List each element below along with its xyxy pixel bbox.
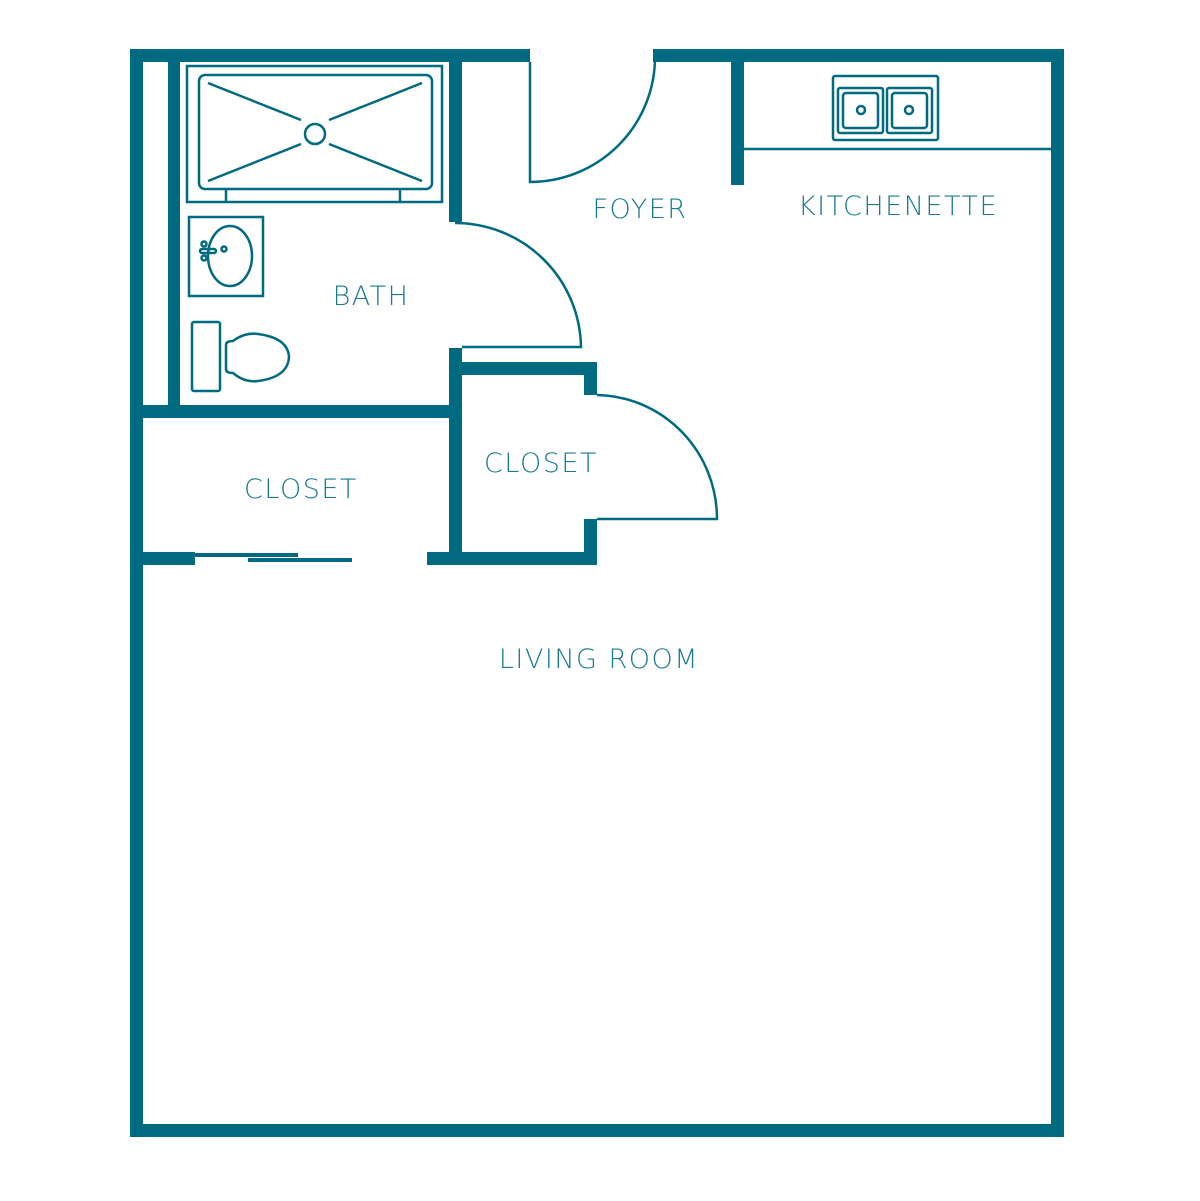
bath-door[interactable] (454, 221, 583, 349)
closet-top-wall (449, 362, 597, 375)
toilet-icon (190, 320, 291, 393)
top-exterior-wall-left (130, 49, 530, 62)
foyer-label: FOYER (592, 194, 687, 225)
right-exterior-wall (1051, 49, 1064, 1137)
bath-right-wall-upper (449, 62, 462, 222)
bottom-exterior-wall (130, 1124, 1064, 1137)
kitchen-partition-wall (731, 62, 744, 185)
closet-right-label: CLOSET (484, 448, 598, 479)
entry-door[interactable] (528, 56, 657, 184)
room-labels: FOYER KITCHENETTE BATH CLOSET CLOSET LIV… (244, 191, 998, 675)
kitchen-sink-icon (831, 74, 940, 142)
closet-bottom-wall (427, 552, 597, 565)
bath-right-wall-lower (449, 348, 462, 565)
sliding-closet-doors[interactable] (195, 553, 352, 562)
kitchenette-label: KITCHENETTE (798, 191, 998, 222)
bathroom-sink-icon (187, 215, 265, 298)
closet-door[interactable] (596, 393, 719, 521)
walls (130, 49, 1064, 1137)
left-exterior-wall (130, 49, 143, 1137)
shower-icon (185, 64, 444, 204)
doors (195, 56, 719, 562)
bath-bottom-wall (130, 405, 462, 418)
kitchen-counter (744, 74, 1051, 151)
bath-label: BATH (333, 281, 410, 312)
closet-left-label: CLOSET (244, 474, 358, 505)
left-closet-bottom-wall (130, 552, 195, 565)
bath-chase-wall (168, 62, 180, 412)
living-room-label: LIVING ROOM (499, 644, 699, 675)
top-exterior-wall-right (653, 49, 1064, 62)
closet-door-jamb-upper (584, 362, 597, 395)
